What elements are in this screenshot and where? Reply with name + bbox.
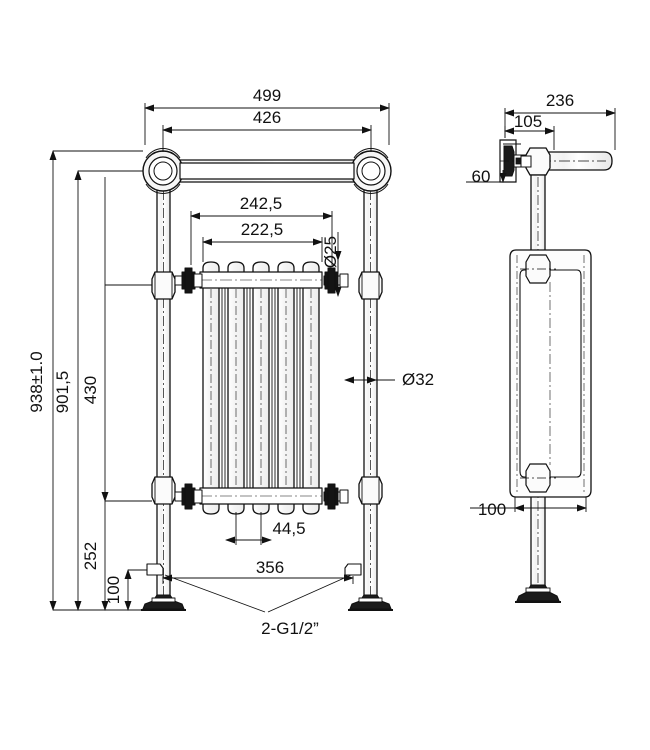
valve-assembly-bottom-right [323, 483, 349, 510]
dim-label-430: 430 [81, 376, 100, 404]
dim-label-236: 236 [546, 91, 574, 110]
inlet-connector-right [344, 563, 362, 576]
inlet-connector-left [146, 563, 164, 576]
fin-column [302, 261, 320, 515]
radiator-fin-block [199, 261, 323, 515]
dim-label-2-g1-2: 2-G1/2” [261, 619, 319, 638]
dim-label-105: 105 [514, 112, 542, 131]
dim-label-222-5: 222,5 [241, 220, 284, 239]
right-leg [348, 169, 393, 611]
top-towel-rail [142, 148, 392, 194]
fin-column [227, 261, 245, 515]
dim-label-426: 426 [253, 108, 281, 127]
dim-label-938: 938±1.0 [27, 351, 46, 412]
dim-label-252: 252 [81, 542, 100, 570]
fin-column [277, 261, 295, 515]
dim-label-100-front: 100 [104, 576, 123, 604]
fin-column [202, 261, 220, 515]
front-view-geometry [141, 148, 393, 611]
dim-label-356: 356 [256, 558, 284, 577]
dim-label-100-side: 100 [478, 500, 506, 519]
front-view-dimensions [49, 103, 395, 613]
valve-assembly-top-right [323, 267, 349, 294]
side-view-dimensions [466, 108, 616, 512]
dim-label-d25: Ø25 [321, 236, 340, 268]
valve-assembly-bottom-left [174, 483, 203, 510]
valve-assembly-top-left [174, 267, 203, 294]
dim-label-d32: Ø32 [402, 370, 434, 389]
dim-label-242-5: 242,5 [240, 194, 283, 213]
side-view-geometry [499, 139, 613, 603]
dim-label-44-5: 44,5 [272, 519, 305, 538]
dim-label-499: 499 [253, 86, 281, 105]
side-radiator-panel [509, 249, 592, 498]
fin-column [252, 261, 270, 515]
side-top-rail [520, 147, 613, 176]
dimension-labels: 499 426 242,5 222,5 Ø25 Ø32 938±1.0 901,… [27, 86, 574, 638]
dim-label-60: 60 [472, 167, 491, 186]
dim-label-901-5: 901,5 [53, 371, 72, 414]
